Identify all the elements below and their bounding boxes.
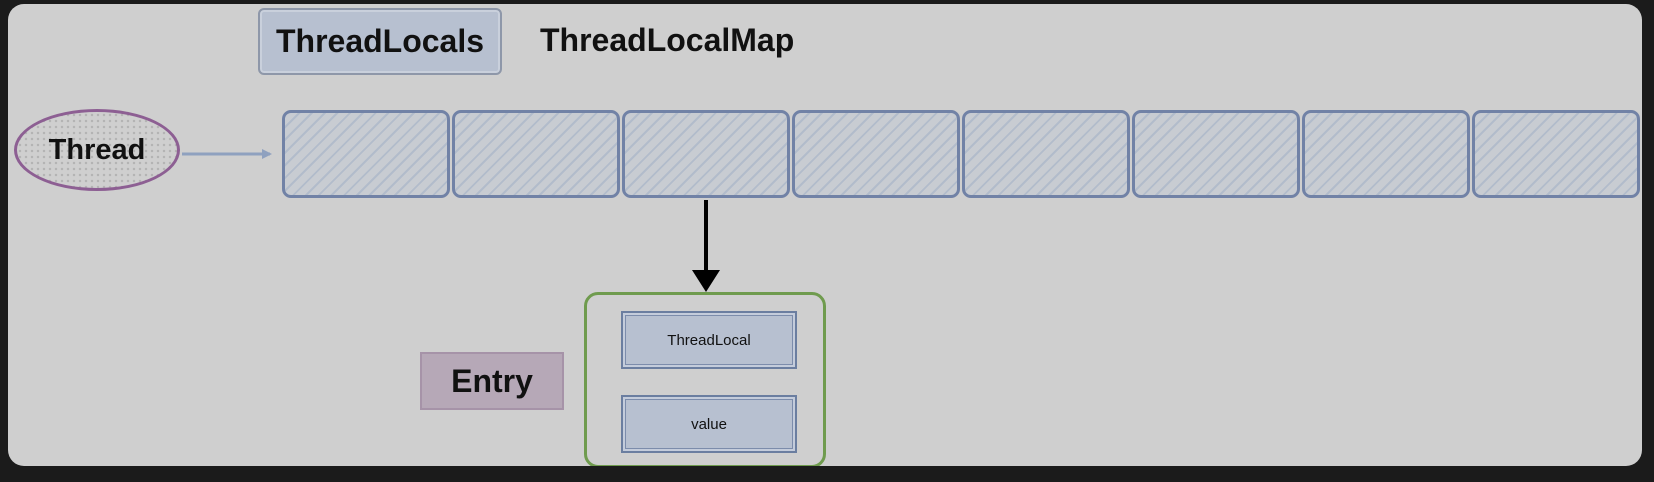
entry-field-value[interactable]: value	[621, 395, 797, 453]
map-slot[interactable]	[792, 110, 960, 198]
thread-label: Thread	[48, 133, 146, 166]
map-slot[interactable]	[962, 110, 1130, 198]
entry-label-box: Entry	[420, 352, 564, 410]
map-slot[interactable]	[452, 110, 620, 198]
threadlocals-box[interactable]: ThreadLocals	[258, 8, 502, 75]
map-slot[interactable]	[1302, 110, 1470, 198]
threadlocalmap-slots	[282, 110, 1642, 198]
diagram-canvas: ThreadLocals ThreadLocalMap Thread Entry…	[8, 4, 1642, 466]
entry-box[interactable]: ThreadLocal value	[584, 292, 826, 466]
entry-field-value-label: value	[691, 415, 727, 433]
map-slot[interactable]	[622, 110, 790, 198]
entry-label: Entry	[451, 362, 533, 399]
threadlocals-label: ThreadLocals	[275, 23, 485, 59]
entry-field-threadlocal-label: ThreadLocal	[667, 331, 751, 349]
map-slot[interactable]	[282, 110, 450, 198]
slot-to-entry-arrow	[692, 200, 720, 292]
map-slot[interactable]	[1132, 110, 1300, 198]
thread-node[interactable]: Thread	[14, 109, 180, 191]
map-slot[interactable]	[1472, 110, 1640, 198]
entry-field-threadlocal[interactable]: ThreadLocal	[621, 311, 797, 369]
threadlocalmap-label: ThreadLocalMap	[540, 22, 795, 58]
